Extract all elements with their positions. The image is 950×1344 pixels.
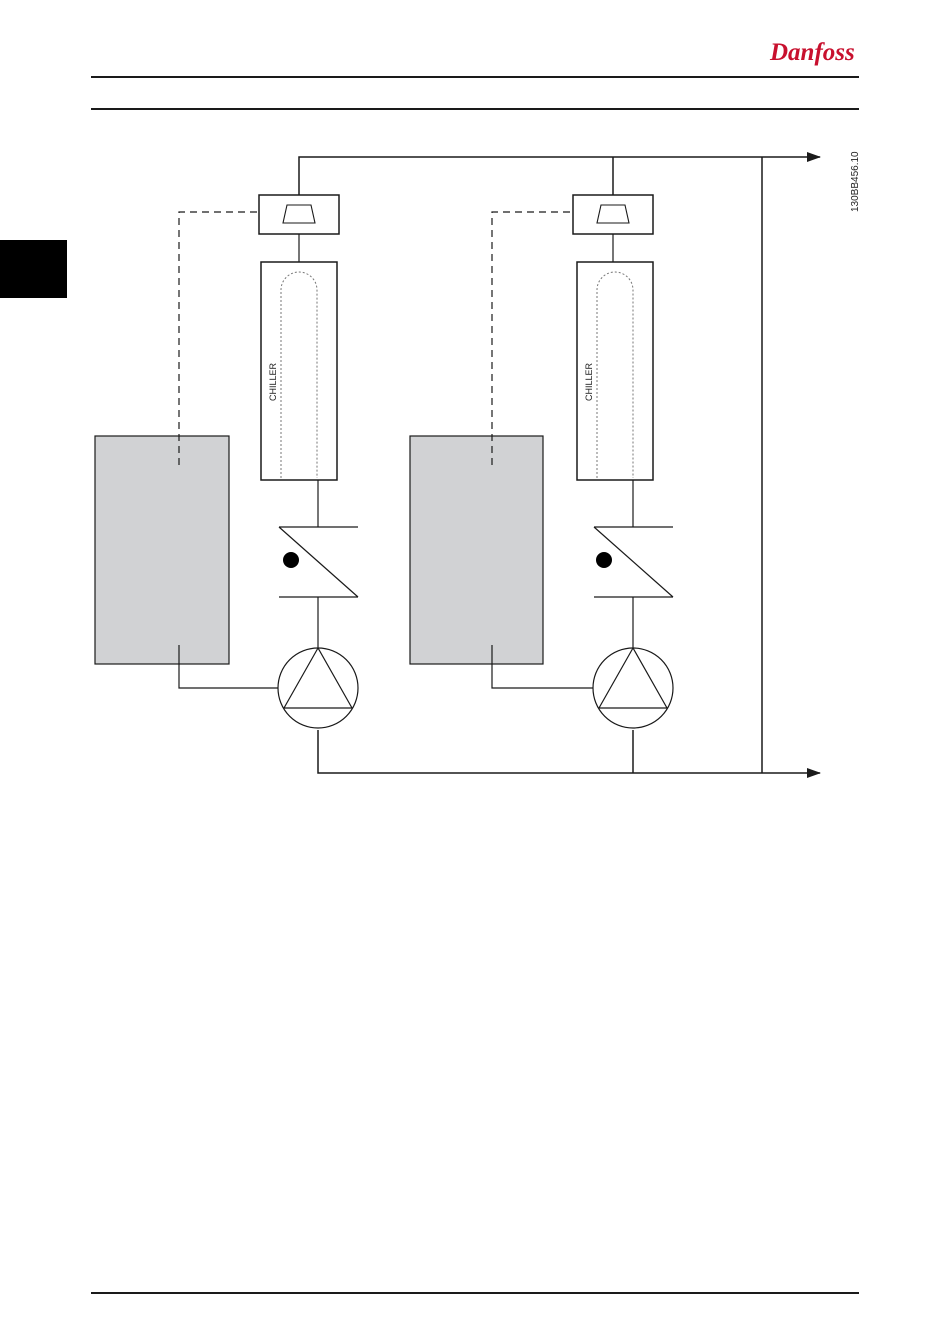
chiller-unit-2: CHILLER [410,195,673,728]
chiller-system-diagram: 130BB456.10 CHILLER [0,140,950,800]
danfoss-logo: Danfoss [768,34,860,68]
chiller-unit-1: CHILLER [95,195,358,728]
pump-icon [278,648,358,728]
control-signal-line-2 [492,212,573,465]
return-header-pipe [318,730,820,773]
check-valve-icon [594,527,673,597]
control-signal-line-1 [179,212,259,465]
supply-header-pipe [299,157,820,195]
drive-box-1 [95,436,229,664]
compressor-box-1 [259,195,339,234]
header-rule-bottom [91,108,859,110]
compressor-box-2 [573,195,653,234]
chiller-label-2: CHILLER [584,362,594,401]
drive-box-2 [410,436,543,664]
pump-icon [593,648,673,728]
figure-code: 130BB456.10 [850,151,861,212]
check-valve-icon [279,527,358,597]
footer-rule [91,1292,859,1294]
chiller-label-1: CHILLER [268,362,278,401]
header-rule-top [91,76,859,78]
danfoss-logo-text: Danfoss [769,39,855,66]
